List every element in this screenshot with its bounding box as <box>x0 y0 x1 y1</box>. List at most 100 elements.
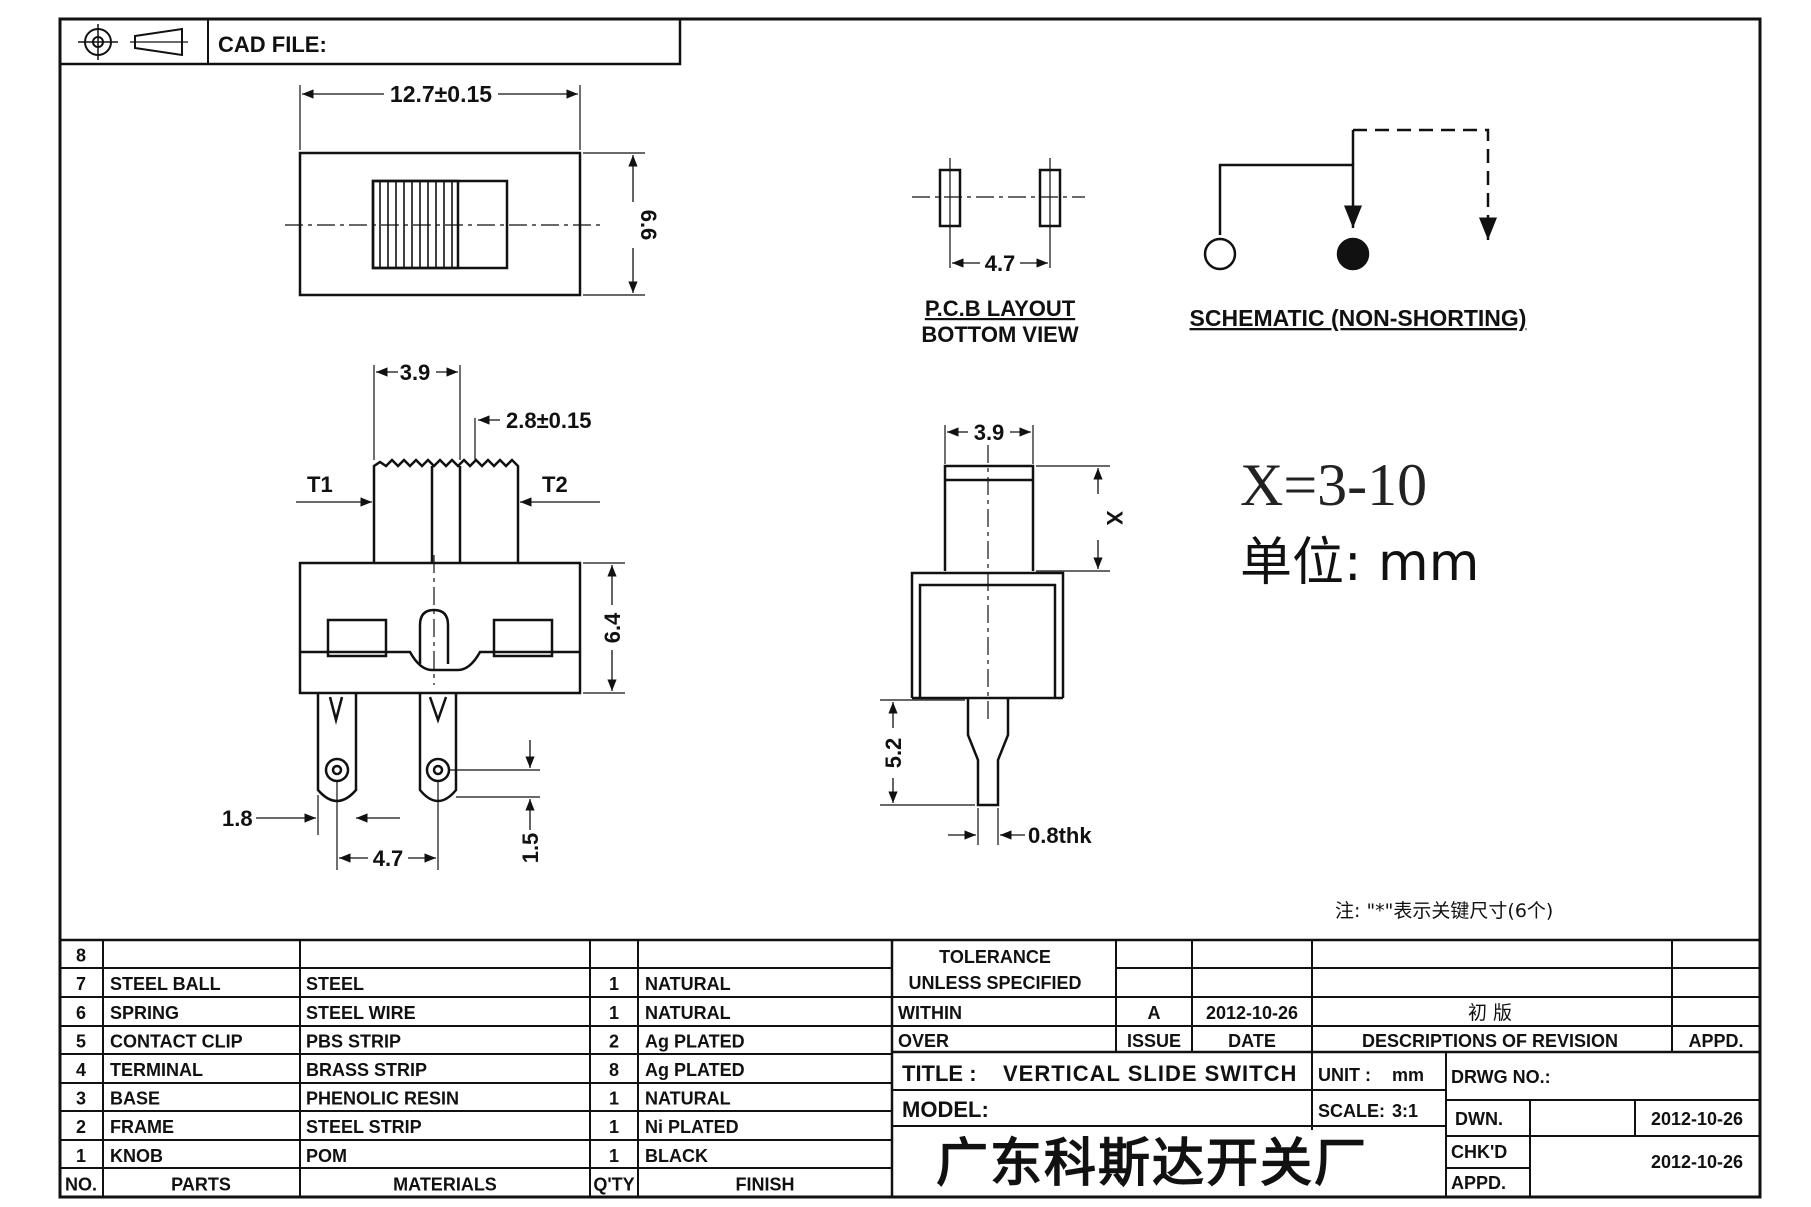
schematic <box>1203 128 1497 271</box>
revision-appd-label: APPD. <box>1688 1031 1743 1051</box>
tolerance-label: TOLERANCE <box>939 947 1051 967</box>
dwn-date: 2012-10-26 <box>1651 1109 1743 1129</box>
bom-cell-no: 1 <box>76 1146 86 1166</box>
cad-header: CAD FILE: <box>58 17 682 66</box>
bom-cell-finish: BLACK <box>645 1146 708 1166</box>
bom-cell-no: 8 <box>76 946 86 966</box>
side-view <box>880 425 1110 845</box>
bom-cell-no: 4 <box>76 1060 86 1080</box>
cad-file-label: CAD FILE: <box>218 32 327 57</box>
revision-description: 初 版 <box>1468 1002 1512 1024</box>
chkd-label: CHK'D <box>1451 1142 1507 1162</box>
tolerance-within-label: WITHIN <box>898 1003 962 1023</box>
terminal-t2-label: T2 <box>542 472 568 497</box>
bom-cell-finish: Ag PLATED <box>645 1060 745 1080</box>
bom-header-finish: FINISH <box>735 1174 794 1194</box>
bom-cell-qty: 8 <box>609 1060 619 1080</box>
bom-cell-qty: 1 <box>609 1003 619 1023</box>
revision-issue: A <box>1148 1003 1161 1023</box>
terminal-t1-label: T1 <box>307 472 333 497</box>
bom-cell-qty: 1 <box>609 1117 619 1137</box>
dwn-label: DWN. <box>1455 1109 1503 1129</box>
dim-terminal-pitch: 4.7 <box>373 846 404 871</box>
key-dimension-note: 注: "*"表示关键尺寸(6个) <box>1335 900 1553 922</box>
bom-row: 4 TERMINAL BRASS STRIP 8 Ag PLATED <box>76 1060 745 1080</box>
bom-row: 7 STEEL BALL STEEL 1 NATURAL <box>76 974 731 994</box>
bom-cell-material: PHENOLIC RESIN <box>306 1089 459 1109</box>
bom-row: 8 <box>76 946 86 966</box>
bom-cell-qty: 1 <box>609 1146 619 1166</box>
front-view <box>256 365 625 870</box>
sheet-border <box>58 17 1762 1199</box>
tolerance-unless-label: UNLESS SPECIFIED <box>908 973 1081 993</box>
x-range-note: X=3-10 <box>1240 452 1427 518</box>
dim-terminal-width: 1.8 <box>222 806 253 831</box>
revision-date: 2012-10-26 <box>1206 1003 1298 1023</box>
bom-cell-material: STEEL WIRE <box>306 1003 416 1023</box>
bom-header-no: NO. <box>65 1174 97 1194</box>
model-label: MODEL: <box>902 1097 989 1122</box>
bom-cell-no: 3 <box>76 1089 86 1109</box>
appd-label: APPD. <box>1451 1173 1506 1193</box>
dim-actuator-pitch: 2.8±0.15 <box>506 408 591 433</box>
bom-cell-material: BRASS STRIP <box>306 1060 427 1080</box>
drawing-title: VERTICAL SLIDE SWITCH <box>1003 1061 1297 1086</box>
dim-side-knob-width: 3.9 <box>974 420 1005 445</box>
bom-cell-part: KNOB <box>110 1146 163 1166</box>
pcb-layout <box>912 158 1085 268</box>
bom-row: 5 CONTACT CLIP PBS STRIP 2 Ag PLATED <box>76 1031 745 1051</box>
revision-issue-label: ISSUE <box>1127 1031 1181 1051</box>
dim-overall-height: 6.6 <box>636 210 661 241</box>
bom-cell-part: CONTACT CLIP <box>110 1031 243 1051</box>
dim-pin-thickness: 0.8thk <box>1028 823 1092 848</box>
bom-cell-finish: NATURAL <box>645 1089 731 1109</box>
bom-cell-part: TERMINAL <box>110 1060 203 1080</box>
pcb-layout-subtitle: BOTTOM VIEW <box>921 322 1078 347</box>
pcb-layout-title: P.C.B LAYOUT <box>925 296 1076 321</box>
tolerance-over-label: OVER <box>898 1031 949 1051</box>
bom-cell-material: PBS STRIP <box>306 1031 401 1051</box>
unit-note: 单位: mm <box>1240 533 1479 593</box>
bom-header-qty: Q'TY <box>593 1174 634 1194</box>
dim-side-knob-height: X <box>1102 511 1127 526</box>
bom-cell-finish: NATURAL <box>645 974 731 994</box>
bom-cell-no: 5 <box>76 1031 86 1051</box>
dim-knob-width-front: 3.9 <box>400 360 431 385</box>
top-view <box>285 85 645 297</box>
bom-header-materials: MATERIALS <box>393 1174 497 1194</box>
drwg-no-label: DRWG NO.: <box>1451 1067 1551 1087</box>
unit-label: UNIT : <box>1318 1065 1371 1085</box>
bom-cell-qty: 2 <box>609 1031 619 1051</box>
bom-cell-no: 7 <box>76 974 86 994</box>
title-label: TITLE : <box>902 1061 977 1086</box>
projection-symbol-icon <box>78 24 188 60</box>
title-block-grid <box>892 940 1760 1197</box>
bom-cell-part: STEEL BALL <box>110 974 221 994</box>
dim-pcb-pitch: 4.7 <box>985 251 1016 276</box>
bom-cell-qty: 1 <box>609 974 619 994</box>
dim-body-height: 6.4 <box>600 612 625 643</box>
schematic-caption: SCHEMATIC (NON-SHORTING) <box>1190 305 1527 331</box>
bom-cell-no: 6 <box>76 1003 86 1023</box>
dim-overall-length: 12.7±0.15 <box>390 81 492 107</box>
bom-table-grid <box>60 938 1760 1197</box>
bom-cell-finish: Ni PLATED <box>645 1117 739 1137</box>
unit-value: mm <box>1392 1065 1424 1085</box>
scale-label: SCALE: <box>1318 1101 1385 1121</box>
dim-hole-offset: 1.5 <box>518 833 543 864</box>
company-name: 广东科斯达开关厂 <box>936 1134 1368 1194</box>
bom-row: 1 KNOB POM 1 BLACK <box>76 1146 708 1166</box>
dim-pin-length: 5.2 <box>881 738 906 769</box>
scale-value: 3:1 <box>1392 1101 1418 1121</box>
bom-cell-qty: 1 <box>609 1089 619 1109</box>
bom-cell-no: 2 <box>76 1117 86 1137</box>
bom-cell-material: STEEL <box>306 974 364 994</box>
bom-cell-finish: Ag PLATED <box>645 1031 745 1051</box>
bom-cell-material: POM <box>306 1146 347 1166</box>
bom-cell-material: STEEL STRIP <box>306 1117 422 1137</box>
revision-desc-label: DESCRIPTIONS OF REVISION <box>1362 1031 1618 1051</box>
